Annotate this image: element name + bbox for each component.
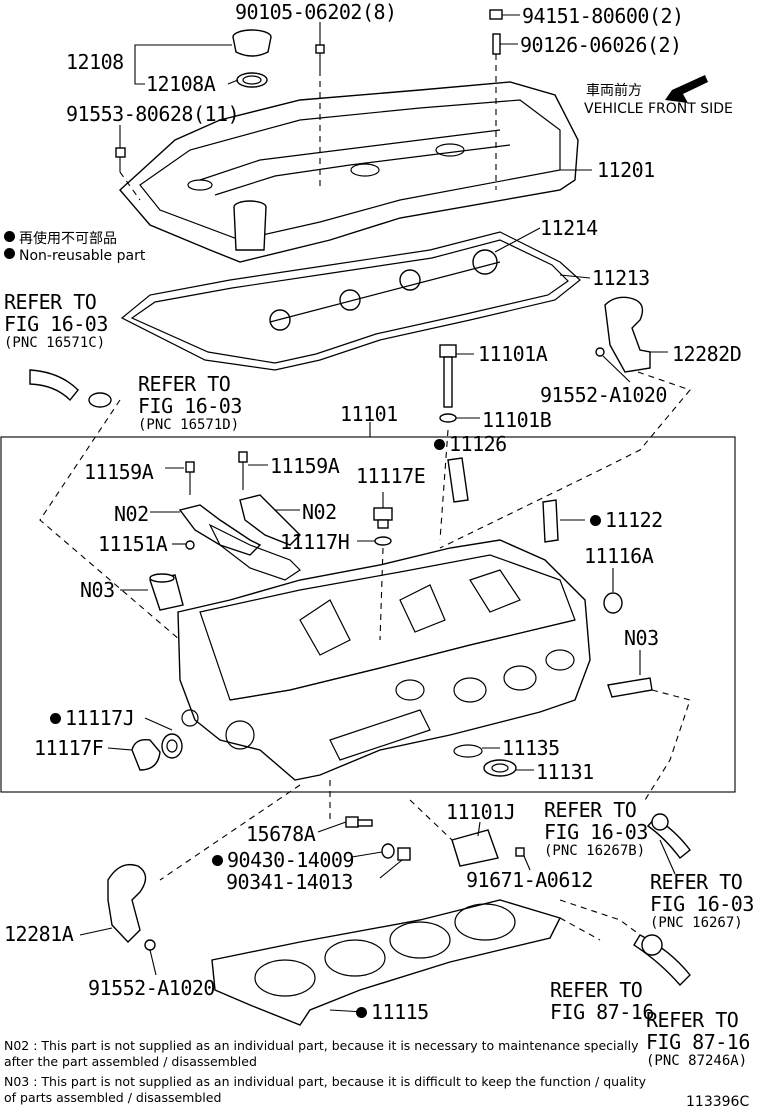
refer-line1: REFER TO: [650, 870, 743, 894]
label-12108a: 12108A: [146, 72, 216, 96]
label-11101: 11101: [340, 402, 398, 426]
oil-filler-cap-drawing: [232, 29, 272, 88]
label-11116a: 11116A: [584, 544, 654, 568]
label-11115-text: 11115: [371, 1000, 429, 1024]
label-91671-a0612: 91671-A0612: [466, 868, 593, 892]
label-90430-text: 90430-14009: [227, 848, 354, 872]
refer-line1: REFER TO: [550, 978, 643, 1002]
cylinder-head-drawing: [177, 539, 591, 781]
non-reusable-dot-icon: [4, 231, 15, 242]
dashed-reference-lines: [39, 54, 691, 941]
non-reusable-dot-icon: [4, 248, 15, 259]
head-cover-gasket-drawing: [120, 231, 581, 371]
refer-pnc: (PNC 16571C): [4, 335, 106, 351]
label-11101j: 11101J: [446, 800, 516, 824]
refer-line2: FIG 16-03: [544, 820, 648, 844]
label-94151-80600: 94151-80600(2): [522, 4, 684, 28]
label-11135: 11135: [502, 736, 560, 760]
refer-line2: FIG 16-03: [4, 312, 108, 336]
refer-16571c: REFER TO FIG 16-03 (PNC 16571C): [4, 292, 108, 350]
refer-87246a: REFER TO FIG 87-16 (PNC 87246A): [646, 1010, 750, 1068]
label-11214: 11214: [540, 216, 598, 240]
label-n02-left: N02: [114, 502, 149, 526]
refer-line2: FIG 87-16: [550, 1000, 654, 1024]
label-11201: 11201: [597, 158, 655, 182]
label-11117f: 11117F: [34, 736, 104, 760]
label-12282d: 12282D: [672, 342, 742, 366]
label-11122-text: 11122: [605, 508, 663, 532]
non-reusable-dot-icon: [50, 713, 61, 724]
label-12281a: 12281A: [4, 922, 74, 946]
label-11159a-right: 11159A: [270, 454, 340, 478]
label-90105-06202: 90105-06202(8): [235, 0, 397, 24]
label-n03-left: N03: [80, 578, 115, 602]
label-90430-14009: 90430-14009: [212, 850, 354, 870]
label-15678a: 15678A: [246, 822, 316, 846]
non-reusable-dot-icon: [590, 515, 601, 526]
label-91552-a1020-bottom: 91552-A1020: [88, 976, 215, 1000]
label-11126-text: 11126: [449, 432, 507, 456]
bracket-12282d-drawing: [604, 296, 651, 373]
refer-line1: REFER TO: [138, 372, 231, 396]
refer-16267b: REFER TO FIG 16-03 (PNC 16267B): [544, 800, 648, 858]
label-11126: 11126: [434, 434, 507, 454]
legend-jp: 再使用不可部品: [4, 228, 117, 248]
label-12108: 12108: [66, 50, 124, 74]
refer-87-16: REFER TO FIG 87-16: [550, 980, 654, 1022]
front-jp-label: 車両前方: [586, 83, 642, 99]
refer-line2: FIG 16-03: [138, 394, 242, 418]
label-11101a: 11101A: [478, 342, 548, 366]
note-n03: N03 : This part is not supplied as an in…: [4, 1074, 646, 1105]
refer-16267: REFER TO FIG 16-03 (PNC 16267): [650, 872, 754, 930]
label-11117j: 11117J: [50, 706, 135, 730]
label-90126-06026: 90126-06026(2): [520, 33, 682, 57]
refer-pnc: (PNC 16267B): [544, 843, 646, 859]
refer-pnc: (PNC 16571D): [138, 417, 240, 433]
label-11117j-text: 11117J: [65, 706, 135, 730]
label-11131: 11131: [536, 760, 594, 784]
refer-pnc: (PNC 16267): [650, 915, 743, 931]
label-11101b: 11101B: [482, 408, 552, 432]
figure-id: 113396C: [686, 1094, 750, 1110]
label-11159a-left: 11159A: [84, 460, 154, 484]
label-90341-14013: 90341-14013: [226, 870, 353, 894]
refer-line1: REFER TO: [646, 1008, 739, 1032]
label-11151a: 11151A: [98, 532, 168, 556]
label-11115: 11115: [356, 1002, 429, 1022]
front-en-label: VEHICLE FRONT SIDE: [584, 101, 733, 117]
front-arrow-icon: [665, 75, 708, 103]
note-n02: N02 : This part is not supplied as an in…: [4, 1038, 639, 1069]
legend-jp-text: 再使用不可部品: [19, 231, 117, 247]
refer-line1: REFER TO: [4, 290, 97, 314]
label-91552-a1020-top: 91552-A1020: [540, 383, 667, 407]
refer-pnc: (PNC 87246A): [646, 1053, 748, 1069]
cylinder-head-box: [0, 436, 736, 793]
leader-lines: [79, 14, 676, 1013]
cylinder-head-cover-drawing: [119, 81, 579, 263]
non-reusable-dot-icon: [434, 439, 445, 450]
refer-line1: REFER TO: [544, 798, 637, 822]
non-reusable-dot-icon: [356, 1007, 367, 1018]
label-n03-right: N03: [624, 626, 659, 650]
refer-line2: FIG 87-16: [646, 1030, 750, 1054]
non-reusable-dot-icon: [212, 855, 223, 866]
legend-en: Non-reusable part: [4, 248, 145, 264]
label-11213: 11213: [592, 266, 650, 290]
label-11117e: 11117E: [356, 464, 426, 488]
label-91553-80628: 91553-80628(11): [66, 102, 240, 126]
label-n02-right: N02: [302, 500, 337, 524]
refer-line2: FIG 16-03: [650, 892, 754, 916]
legend-en-text: Non-reusable part: [19, 248, 146, 264]
head-gasket-drawing: [211, 899, 561, 1026]
label-11117h: 11117H: [280, 530, 350, 554]
refer-16571d: REFER TO FIG 16-03 (PNC 16571D): [138, 374, 242, 432]
label-11122: 11122: [590, 510, 663, 530]
